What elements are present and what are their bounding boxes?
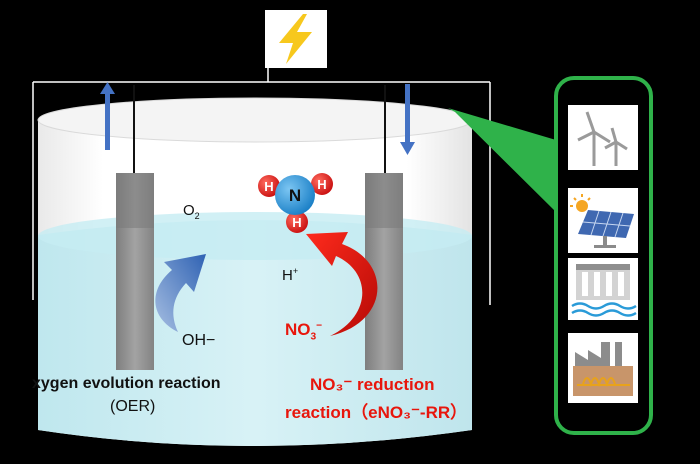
hydrogen-atom: [258, 175, 280, 197]
hydrogen-label: H: [264, 179, 273, 194]
nitrogen-label: N: [289, 186, 301, 205]
cathode-reaction-title: NO₃⁻ reduction: [310, 375, 435, 394]
energy-source-panel: [448, 76, 653, 435]
no3-label: NO3−: [285, 320, 323, 343]
hydrogen-atom: [286, 211, 308, 233]
anode-reaction-title: xygen evolution reaction: [32, 375, 221, 392]
lightning-bolt-icon: [279, 14, 312, 64]
no3-curved-arrow: [306, 232, 378, 336]
oh-minus-label: OH−: [182, 332, 216, 349]
current-down-arrow: [400, 84, 415, 155]
cathode-reaction-abbrev: reaction（eNO₃⁻-RR）: [285, 403, 468, 422]
hydrogen-label: H: [317, 177, 326, 192]
o2-label: O2: [183, 202, 200, 221]
oer-curved-arrow: [155, 254, 206, 332]
hydrogen-atom: [311, 173, 333, 195]
hydrogen-label: H: [292, 215, 301, 230]
panel-connector: [448, 108, 556, 212]
hydropower-dam-icon: [568, 258, 638, 320]
power-source: [265, 10, 327, 68]
ammonia-molecule: N H H H: [258, 173, 333, 233]
nitrogen-atom: [275, 175, 315, 215]
solar-panel-icon: [568, 188, 638, 253]
anode-reaction-abbrev: (OER): [110, 398, 156, 415]
h-plus-label: H+: [282, 266, 299, 284]
current-up-arrow: [100, 82, 115, 150]
factory-heat-icon: [568, 333, 638, 403]
wind-turbine-icon: [568, 105, 638, 170]
